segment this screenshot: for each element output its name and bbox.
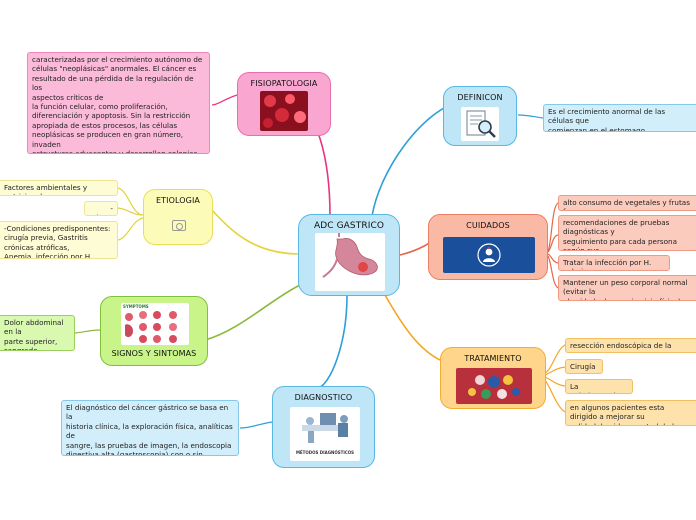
etiologia-item-2[interactable]: -Tabaco xyxy=(84,201,118,216)
tratamiento-item-3[interactable]: La quimioterapia xyxy=(565,379,633,394)
topic-cuidados[interactable]: CUIDADOS xyxy=(428,214,548,280)
tratamiento-item-1[interactable]: resección endoscópica de la mucosa xyxy=(565,338,696,353)
topic-etiologia[interactable]: ETIOLOGIA xyxy=(143,189,213,245)
diagnostico-detail[interactable]: El diagnóstico del cáncer gástrico se ba… xyxy=(61,400,239,456)
signos-title: SIGNOS Y SINTOMAS xyxy=(111,349,197,358)
signos-detail[interactable]: Dolor abdominal en la parte superior, sa… xyxy=(0,315,75,351)
fisiopatologia-detail[interactable]: caracterizadas por el crecimiento autóno… xyxy=(27,52,210,154)
topic-signos-sintomas[interactable]: SYMPTOMS SIGNOS Y SINTOMAS xyxy=(100,296,208,366)
cuidados-item-2[interactable]: recomendaciones de pruebas diagnósticas … xyxy=(558,215,696,251)
cuidados-item-3[interactable]: Tratar la infección por H. pylori. xyxy=(558,255,670,271)
fisiopatologia-title: FISIOPATOLOGIA xyxy=(250,79,318,88)
diagnostic-methods-image: MÉTODOS DIAGNÓSTICOS xyxy=(290,407,360,461)
cuidados-item-4[interactable]: Mantener un peso corporal normal (evitar… xyxy=(558,275,696,301)
image-placeholder-icon xyxy=(172,220,186,231)
definicion-detail[interactable]: Es el crecimiento anormal de las células… xyxy=(543,104,696,132)
tratamiento-item-2[interactable]: Cirugía xyxy=(565,359,603,374)
cells-image xyxy=(260,91,308,131)
treatment-image xyxy=(456,368,532,404)
topic-tratamiento[interactable]: TRATAMIENTO xyxy=(440,347,546,409)
definicion-title: DEFINICON xyxy=(457,93,503,102)
etiologia-title: ETIOLOGIA xyxy=(156,196,200,205)
tratamiento-item-4[interactable]: en algunos pacientes esta dirigido a mej… xyxy=(565,400,696,426)
document-search-icon xyxy=(461,107,499,141)
etiologia-item-1[interactable]: Factores ambientales y nutricionales xyxy=(0,180,118,196)
etiologia-item-3[interactable]: -Condiciones predisponentes: cirugía pre… xyxy=(0,221,118,259)
symptoms-image-label: SYMPTOMS xyxy=(123,304,149,309)
tratamiento-title: TRATAMIENTO xyxy=(464,354,522,363)
diagnostic-image-label: MÉTODOS DIAGNÓSTICOS xyxy=(295,450,355,455)
cuidados-title: CUIDADOS xyxy=(466,221,510,230)
care-person-icon xyxy=(443,237,535,273)
cuidados-item-1[interactable]: alto consumo de vegetales y frutas fresc… xyxy=(558,195,696,211)
topic-definicion[interactable]: DEFINICON xyxy=(443,86,517,146)
topic-diagnostico[interactable]: DIAGNOSTICO MÉTODOS DIAGNÓSTICOS xyxy=(272,386,375,468)
symptoms-image: SYMPTOMS xyxy=(121,303,189,345)
stomach-image xyxy=(315,233,385,291)
topic-fisiopatologia[interactable]: FISIOPATOLOGIA xyxy=(237,72,331,136)
diagnostico-title: DIAGNOSTICO xyxy=(294,393,353,402)
central-topic[interactable]: ADC GASTRICO xyxy=(298,214,400,296)
central-topic-title: ADC GASTRICO xyxy=(313,221,385,231)
